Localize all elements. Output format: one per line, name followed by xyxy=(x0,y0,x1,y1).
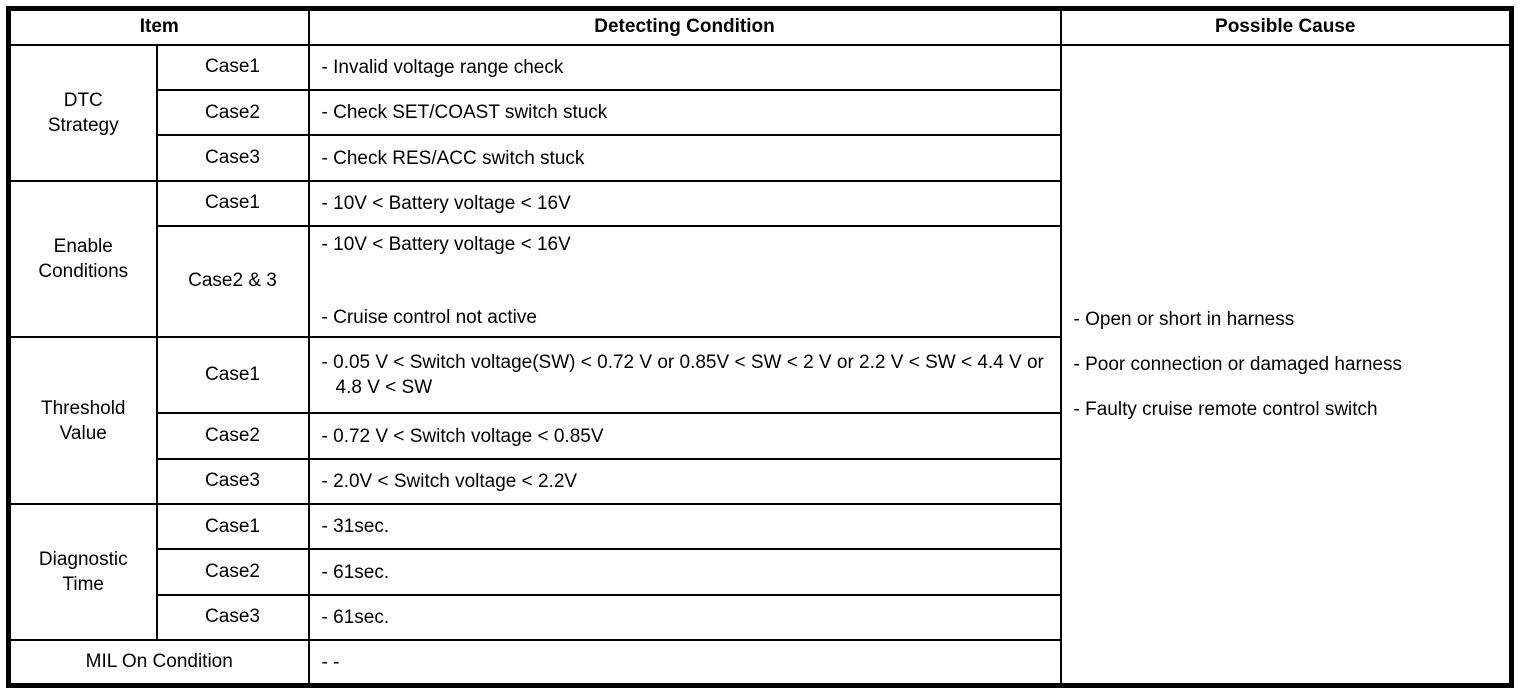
condition-cell: - Check RES/ACC switch stuck xyxy=(307,134,1062,182)
condition-text: - 2.0V < Switch voltage < 2.2V xyxy=(321,470,578,492)
condition-text: - 31sec. xyxy=(321,516,390,538)
condition-cell: - 10V < Battery voltage < 16V xyxy=(307,179,1062,228)
condition-text: - Check RES/ACC switch stuck xyxy=(321,147,585,169)
item-group-dtc-strategy: DTC Strategy xyxy=(7,43,158,182)
condition-cell: - 0.05 V < Switch voltage(SW) < 0.72 V o… xyxy=(307,335,1062,415)
condition-cell: - 0.72 V < Switch voltage < 0.85V xyxy=(307,412,1062,460)
condition-text: - 0.05 V < Switch voltage(SW) < 0.72 V o… xyxy=(321,352,1044,399)
case-cell: Case3 xyxy=(155,457,310,506)
condition-cell: - 2.0V < Switch voltage < 2.2V xyxy=(307,457,1062,506)
case-cell: Case2 & 3 xyxy=(155,225,310,338)
item-group-threshold-value: Threshold Value xyxy=(7,335,158,506)
table-row: Case2 - Check SET/COAST switch stuck xyxy=(9,89,1512,137)
possible-cause-cell: - Open or short in harness - Poor connec… xyxy=(1059,43,1513,687)
table-row: Diagnostic Time Case1 - 31sec. xyxy=(7,503,1512,642)
possible-cause-item: - Poor connection or damaged harness xyxy=(1073,353,1402,375)
condition-cell: - Invalid voltage range check xyxy=(307,43,1062,92)
case-cell: Case2 xyxy=(155,89,310,137)
mil-on-condition-label: MIL On Condition xyxy=(7,639,310,687)
mil-on-condition-value: - - xyxy=(307,639,1062,687)
header-item: Item xyxy=(7,7,310,46)
table-row: Case3 - Check RES/ACC switch stuck xyxy=(9,134,1512,182)
condition-text: - Cruise control not active xyxy=(321,307,537,329)
table-row: Case3 - 2.0V < Switch voltage < 2.2V xyxy=(9,457,1512,506)
condition-text: - 61sec. xyxy=(321,561,390,583)
table-row: MIL On Condition - - xyxy=(7,639,1512,687)
condition-cell: - 10V < Battery voltage < 16V - Cruise c… xyxy=(307,225,1062,338)
header-row: Item Detecting Condition Possible Cause xyxy=(7,7,1513,46)
case-cell: Case2 xyxy=(155,548,310,596)
condition-text: - Check SET/COAST switch stuck xyxy=(321,102,608,124)
possible-cause-item: - Open or short in harness xyxy=(1073,308,1295,330)
dtc-diagnostic-table: Item Detecting Condition Possible Cause … xyxy=(6,6,1514,688)
header-possible-cause: Possible Cause xyxy=(1059,7,1513,46)
condition-cell: - Check SET/COAST switch stuck xyxy=(307,89,1062,137)
item-group-enable-conditions: Enable Conditions xyxy=(7,179,158,338)
table-row: Case2 - 0.72 V < Switch voltage < 0.85V xyxy=(9,412,1512,460)
table-row: Threshold Value Case1 - 0.05 V < Switch … xyxy=(7,335,1512,506)
table-row: Case3 - 61sec. xyxy=(9,593,1512,642)
table-row: Enable Conditions Case1 - 10V < Battery … xyxy=(7,179,1512,338)
case-cell: Case1 xyxy=(155,503,310,551)
condition-text: - 10V < Battery voltage < 16V xyxy=(321,234,571,256)
condition-text: - 0.72 V < Switch voltage < 0.85V xyxy=(321,425,604,447)
condition-text: - 10V < Battery voltage < 16V xyxy=(321,192,571,214)
condition-text: - 61sec. xyxy=(321,606,390,628)
case-cell: Case3 xyxy=(155,593,310,642)
case-cell: Case1 xyxy=(155,335,310,415)
table-row: Case2 & 3 - 10V < Battery voltage < 16V … xyxy=(9,225,1512,338)
condition-text: - Invalid voltage range check xyxy=(321,56,564,78)
condition-cell: - 61sec. xyxy=(307,593,1062,642)
header-detecting-condition: Detecting Condition xyxy=(307,7,1062,46)
possible-cause-item: - Faulty cruise remote control switch xyxy=(1073,398,1378,420)
case-cell: Case2 xyxy=(155,412,310,460)
case-cell: Case1 xyxy=(155,179,310,228)
table-row: Case2 - 61sec. xyxy=(9,548,1512,596)
case-cell: Case1 xyxy=(155,43,310,92)
item-group-diagnostic-time: Diagnostic Time xyxy=(7,503,158,642)
case-cell: Case3 xyxy=(155,134,310,182)
condition-cell: - 61sec. xyxy=(307,548,1062,596)
condition-cell: - 31sec. xyxy=(307,503,1062,551)
condition-text: - - xyxy=(321,651,340,673)
table-row: DTC Strategy Case1 - Invalid voltage ran… xyxy=(7,43,1513,687)
